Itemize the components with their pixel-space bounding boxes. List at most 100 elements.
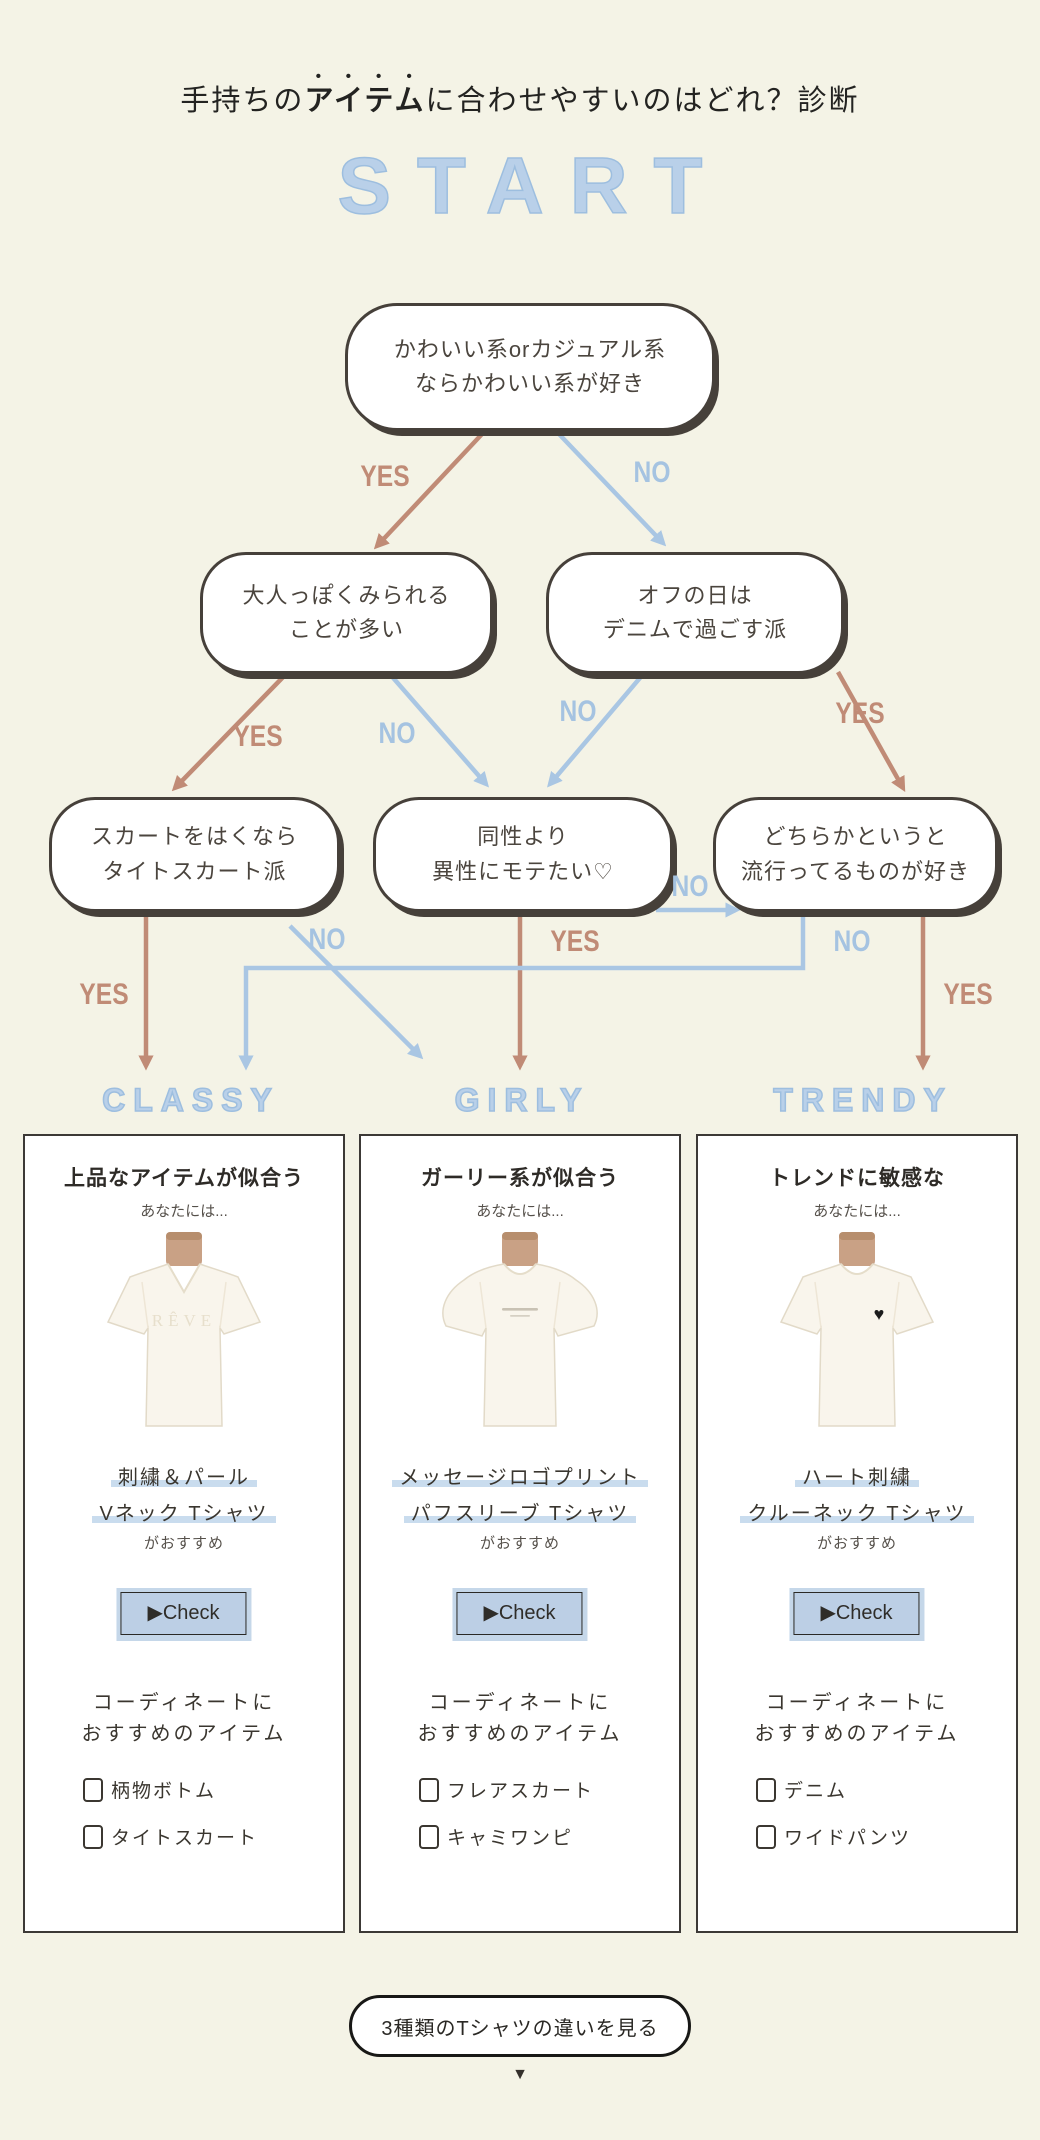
item-label: キャミワンピ: [447, 1828, 574, 1849]
coordinate-heading-line2: おすすめのアイテム: [81, 1723, 287, 1745]
mannequin-neck-cap: [166, 1232, 202, 1240]
question-text: 異性にモテたい♡: [432, 858, 614, 884]
recommend-note: がおすすめ: [479, 1535, 560, 1552]
product-name: ハート刺繍 クルーネック Tシャツ: [698, 1460, 1016, 1532]
checklist-row: 柄物ボトム: [83, 1776, 258, 1803]
recommend-note: がおすすめ: [143, 1535, 224, 1552]
product-name-line2: クルーネック Tシャツ: [740, 1503, 974, 1525]
checkbox-icon: [756, 1777, 776, 1802]
question-text: スカートをはくなら: [90, 824, 298, 850]
product-name-line1: ハート刺繍: [795, 1467, 919, 1489]
down-triangle-icon: ▼: [512, 2066, 528, 2083]
edge-label-no: NO: [378, 717, 416, 750]
product-name: メッセージロゴプリント パフスリーブ Tシャツ: [361, 1460, 679, 1532]
page-title: 手持ちのアイテムに合わせやすいのはどれ？診断: [0, 68, 1040, 119]
checklist-row: フレアスカート: [419, 1776, 594, 1803]
check-button[interactable]: ▶Check: [789, 1588, 925, 1641]
card-subheading: あなたには...: [476, 1203, 564, 1220]
card-heading: 上品なアイテムが似合う: [64, 1167, 304, 1190]
question-node-likes-trends: どちらかというと 流行ってるものが好き: [713, 797, 998, 912]
coordinate-heading-line2: おすすめのアイテム: [754, 1723, 960, 1745]
product-name-line2: パフスリーブ Tシャツ: [403, 1503, 637, 1525]
recommend-note: がおすすめ: [816, 1535, 897, 1552]
coordinate-heading-line1: コーディネートに: [765, 1692, 949, 1714]
mannequin-neck: [502, 1232, 538, 1266]
checkbox-icon: [419, 1777, 439, 1802]
product-name: 刺繍＆パール Vネック Tシャツ: [25, 1460, 343, 1532]
question-text: かわいい系orカジュアル系: [393, 336, 667, 362]
tshirt-logo-text: RÊVE: [152, 1311, 216, 1330]
result-label-classy: CLASSY: [101, 1081, 280, 1119]
check-button[interactable]: ▶Check: [116, 1588, 252, 1641]
question-node-cute-or-casual: かわいい系orカジュアル系 ならかわいい系が好き: [345, 303, 715, 431]
edge-label-yes: YES: [233, 720, 283, 753]
checkbox-icon: [83, 1777, 103, 1802]
edge-label-no: NO: [671, 870, 709, 903]
checkbox-icon: [756, 1824, 776, 1849]
edge-label-no: NO: [833, 925, 871, 958]
item-label: フレアスカート: [447, 1781, 595, 1802]
question-text: 大人っぽくみられる: [242, 582, 451, 608]
question-text: デニムで過ごす派: [602, 617, 788, 642]
question-text: 流行ってるものが好き: [741, 858, 970, 884]
logo-print-motif: [502, 1308, 538, 1317]
recommended-items: デニム ワイドパンツ: [756, 1776, 911, 1870]
recommended-items: フレアスカート キャミワンピ: [419, 1776, 594, 1870]
item-label: 柄物ボトム: [111, 1781, 217, 1802]
item-label: タイトスカート: [111, 1828, 259, 1849]
checklist-row: キャミワンピ: [419, 1823, 594, 1850]
edge-label-yes: YES: [79, 978, 129, 1011]
question-node-popular-with-men: 同性より 異性にモテたい♡: [373, 797, 673, 912]
coordinate-heading: コーディネートに おすすめのアイテム: [361, 1688, 679, 1750]
question-text: ならかわいい系が好き: [414, 371, 645, 396]
question-node-denim-off-day: オフの日は デニムで過ごす派: [546, 552, 844, 674]
page-title-emphasis: アイテム: [304, 85, 426, 117]
coordinate-heading: コーディネートに おすすめのアイテム: [698, 1688, 1016, 1750]
edge-label-yes: YES: [835, 697, 885, 730]
recommended-items: 柄物ボトム タイトスカート: [83, 1776, 258, 1870]
checkbox-icon: [83, 1824, 103, 1849]
checklist-row: タイトスカート: [83, 1823, 258, 1850]
coordinate-heading-line1: コーディネートに: [428, 1692, 612, 1714]
mannequin-neck-cap: [502, 1232, 538, 1240]
result-label-trendy: TRENDY: [772, 1081, 953, 1119]
question-text: ことが多い: [288, 617, 404, 642]
edge-label-no: NO: [559, 695, 597, 728]
edge-label-yes: YES: [550, 925, 600, 958]
coordinate-heading: コーディネートに おすすめのアイテム: [25, 1688, 343, 1750]
check-button-label: ▶Check: [456, 1592, 583, 1635]
edge-label-yes: YES: [943, 978, 993, 1011]
result-card-classy: 上品なアイテムが似合う あなたには... RÊVE 刺繍＆パール Vネック Tシ…: [23, 1134, 345, 1933]
question-node-tight-skirt: スカートをはくなら タイトスカート派: [49, 797, 340, 912]
product-name-line1: 刺繍＆パール: [111, 1467, 257, 1489]
result-label-girly: GIRLY: [454, 1081, 590, 1119]
check-button-label: ▶Check: [120, 1592, 247, 1635]
product-name-line2: Vネック Tシャツ: [92, 1503, 276, 1525]
result-card-girly: ガーリー系が似合う あなたには... メッセージロゴプリント パフスリーブ Tシ…: [359, 1134, 681, 1933]
card-heading: ガーリー系が似合う: [421, 1167, 619, 1190]
edge-label-yes: YES: [360, 460, 410, 493]
question-text: オフの日は: [637, 582, 753, 608]
see-tshirt-differences-button[interactable]: 3種類のTシャツの違いを見る: [349, 1995, 691, 2057]
result-card-trendy: トレンドに敏感な あなたには... ♥ ハート刺繍 クルーネック Tシャツ がお…: [696, 1134, 1018, 1933]
edge-label-no: NO: [633, 456, 671, 489]
question-text: どちらかというと: [763, 824, 948, 850]
card-subheading: あなたには...: [813, 1203, 901, 1220]
question-node-look-mature: 大人っぽくみられる ことが多い: [200, 552, 493, 674]
start-heading: START: [337, 140, 729, 231]
coordinate-heading-line2: おすすめのアイテム: [417, 1723, 623, 1745]
product-name-line1: メッセージロゴプリント: [392, 1467, 648, 1489]
tshirt-image-crewneck: ♥: [779, 1232, 935, 1427]
card-subheading: あなたには...: [140, 1203, 228, 1220]
tshirt-shape: [779, 1263, 935, 1427]
page-title-prefix: 手持ちの: [180, 85, 305, 117]
tshirt-image-vneck: RÊVE: [106, 1232, 262, 1427]
heart-motif: ♥: [874, 1304, 885, 1324]
tshirt-shape: [106, 1263, 262, 1427]
tshirt-shape: [442, 1263, 598, 1427]
item-label: ワイドパンツ: [784, 1828, 911, 1849]
edge-label-no: NO: [308, 923, 346, 956]
question-text: タイトスカート派: [102, 858, 287, 884]
check-button[interactable]: ▶Check: [452, 1588, 588, 1641]
